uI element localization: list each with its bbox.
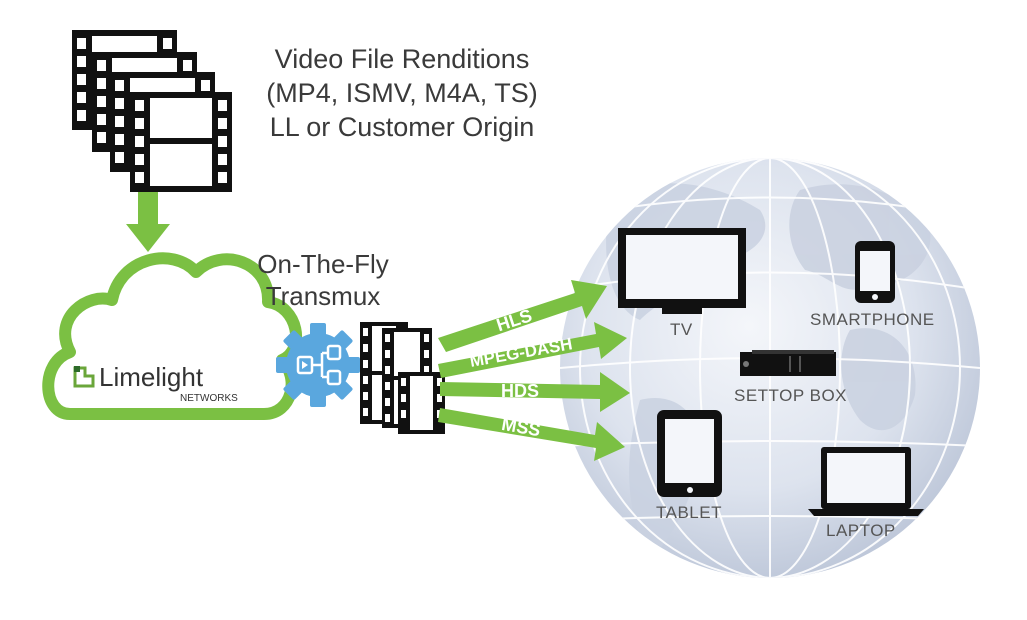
settop-box-icon [740,350,836,376]
output-film-strips-icon [360,322,445,434]
renditions-line-2: (MP4, ISMV, M4A, TS) [266,78,538,108]
smartphone-icon [855,241,895,303]
cloud-logo-text: Limelight [99,362,204,392]
tablet-icon [657,410,722,497]
device-label-settop: SETTOP BOX [734,386,848,405]
protocol-label-hds: HDS [501,381,539,401]
protocol-label-mss: MSS [500,414,542,440]
renditions-line-3: LL or Customer Origin [269,112,535,142]
down-arrow-icon [126,192,170,252]
protocol-arrow-hds: HDS [440,372,630,412]
transmux-line-1: On-The-Fly [257,249,389,279]
renditions-caption: Video File Renditions (MP4, ISMV, M4A, T… [252,42,552,144]
transmux-caption: On-The-Fly Transmux [238,248,408,312]
gear-icon [276,323,360,407]
cloud-logo-subtext: NETWORKS [180,393,238,404]
renditions-line-1: Video File Renditions [274,44,530,74]
limelight-logo-icon [73,366,95,388]
device-label-tv: TV [670,320,693,339]
tv-icon [618,228,746,314]
laptop-icon [808,447,924,516]
device-label-tablet: TABLET [656,503,722,522]
transmux-line-2: Transmux [265,281,381,311]
device-label-smartphone: SMARTPHONE [810,310,935,329]
film-frames-icon [72,30,232,192]
device-label-laptop: LAPTOP [826,521,896,540]
protocol-label-hls: HLS [494,305,534,335]
protocol-label-mpeg-dash: MPEG-DASH [468,334,574,371]
